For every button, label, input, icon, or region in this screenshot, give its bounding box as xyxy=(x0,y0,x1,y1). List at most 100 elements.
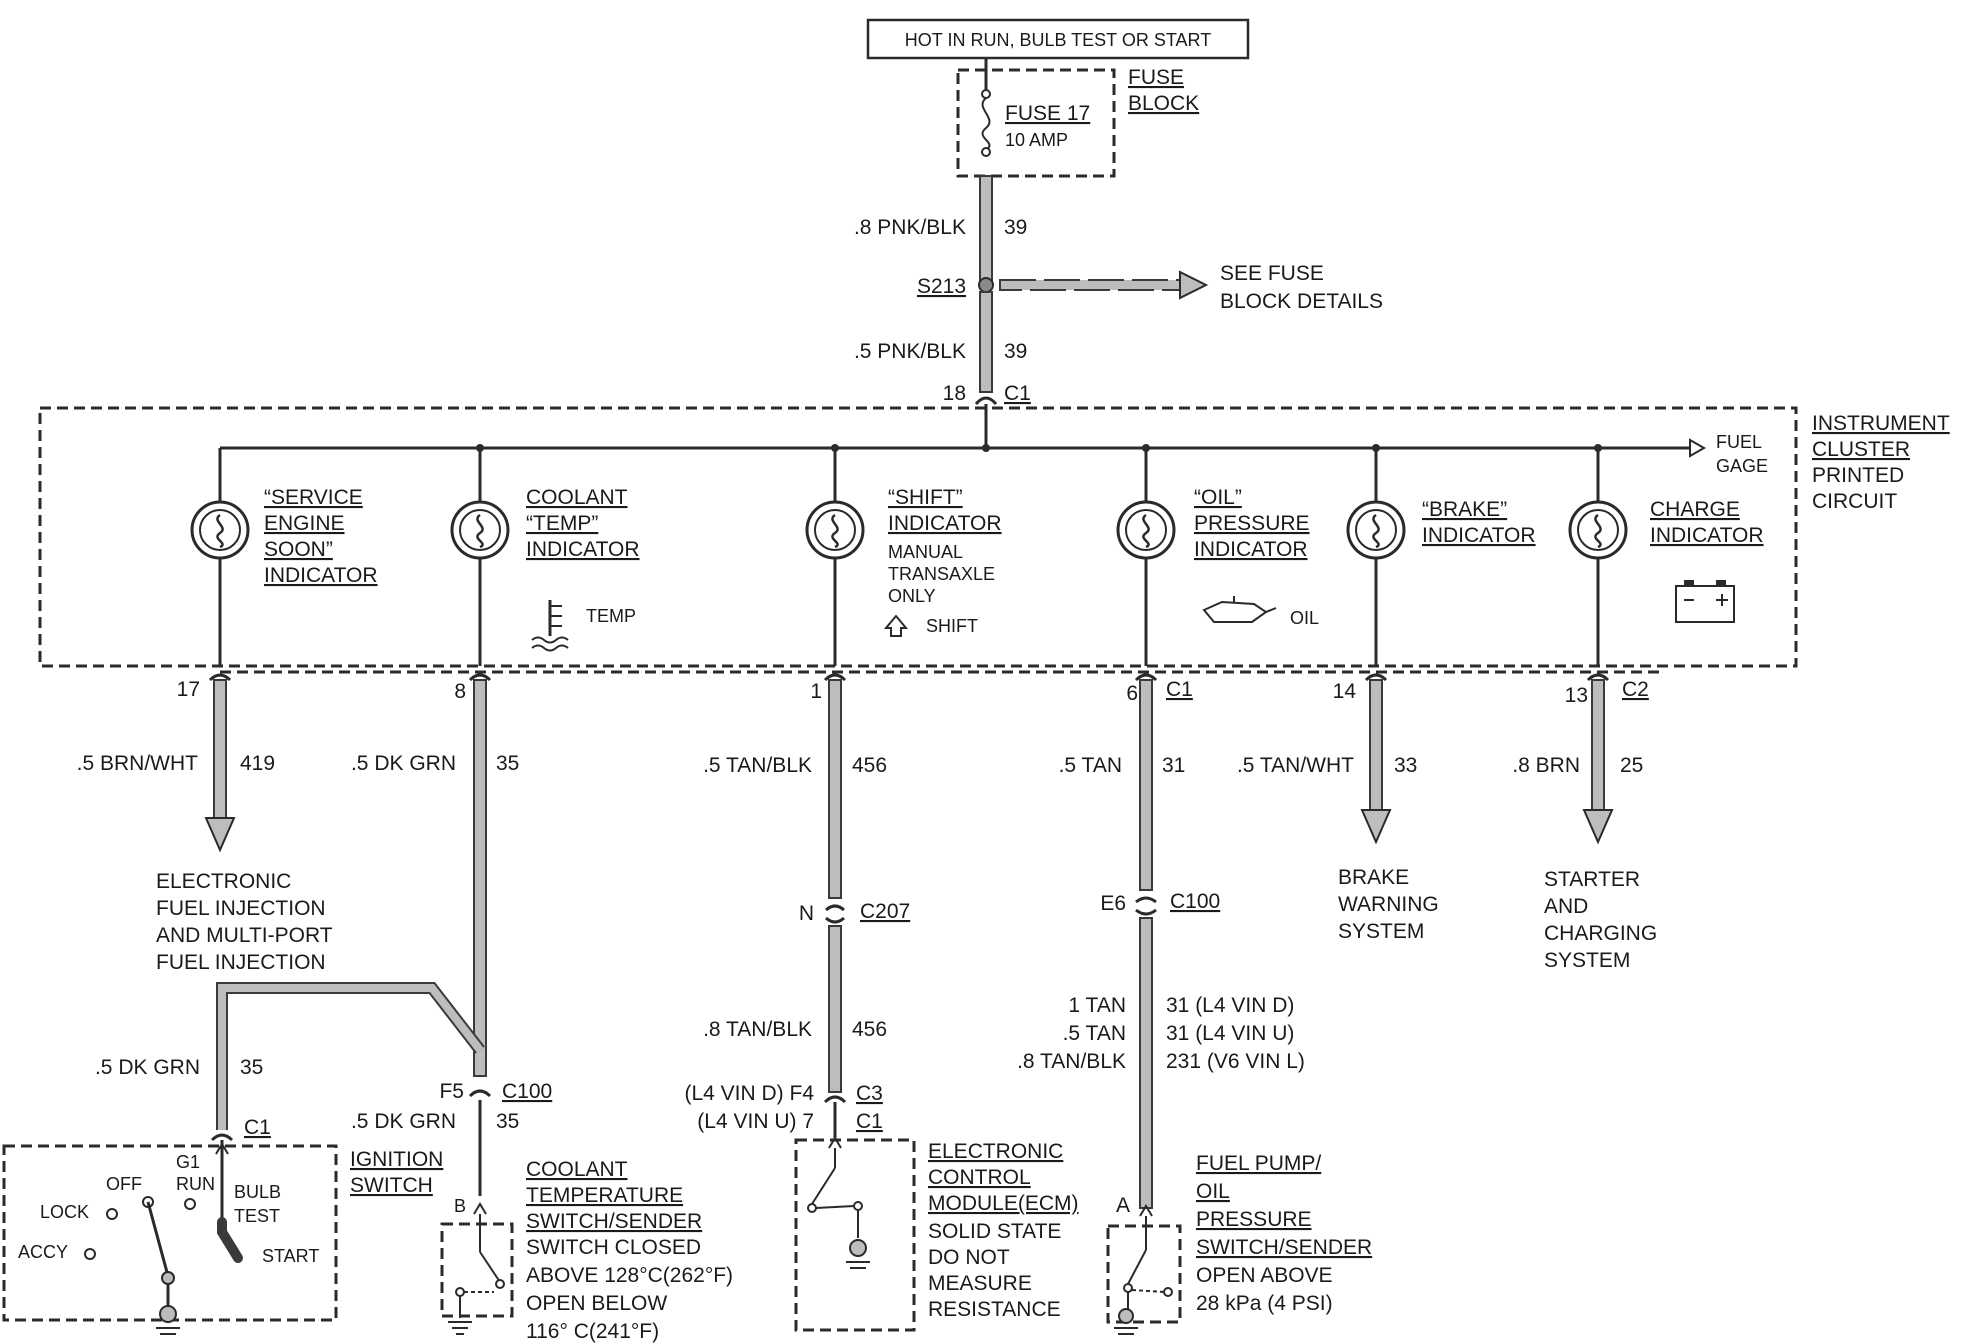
ses-label-1: “SERVICE xyxy=(264,486,363,509)
ecm-pin-u: (L4 VIN U) 7 xyxy=(697,1110,814,1133)
charge-connector: C2 xyxy=(1622,678,1649,701)
fuel-pump-title-1: FUEL PUMP/ xyxy=(1196,1152,1321,1175)
brake-pin: 14 xyxy=(1333,680,1357,703)
power-source-label: HOT IN RUN, BULB TEST OR START xyxy=(905,30,1211,50)
temp-icon-label: TEMP xyxy=(586,606,636,626)
oil-output-wire: 6 C1 .5 TAN 31 xyxy=(1059,673,1193,891)
coolant-switch-pin: F5 xyxy=(439,1080,464,1103)
oil-label-1: “OIL” xyxy=(1194,486,1242,509)
ignition-pin: G1 xyxy=(176,1152,200,1172)
brake-label-1: “BRAKE” xyxy=(1422,498,1507,521)
fuse-block: FUSE BLOCK FUSE 17 10 AMP xyxy=(956,58,1199,178)
feed-lower-circuit: 39 xyxy=(1004,340,1027,363)
charge-lamp: CHARGE INDICATOR xyxy=(1568,448,1764,666)
shift-arrow-icon xyxy=(883,614,909,637)
brake-circuit: 33 xyxy=(1394,754,1417,777)
fuel-pump-title-3: PRESSURE xyxy=(1196,1208,1312,1231)
coolant-switch-title-3: SWITCH/SENDER xyxy=(526,1210,702,1233)
ecm-desc-1: SOLID STATE xyxy=(928,1220,1061,1243)
coolant-label-3: INDICATOR xyxy=(526,538,640,561)
ignition-switch: .5 DK GRN 35 C1 IGNITION SWITCH G1 BULB … xyxy=(2,1056,443,1335)
shift-pin: 1 xyxy=(810,680,822,703)
coolant-switch-desc-2: ABOVE 128°C(262°F) xyxy=(526,1264,733,1287)
efi-dest-1: ELECTRONIC xyxy=(156,870,291,893)
coolant-temp-lamp: COOLANT “TEMP” INDICATOR TEMP xyxy=(450,448,640,666)
cluster-label-4: CIRCUIT xyxy=(1812,490,1897,513)
coolant-switch-desc-3: OPEN BELOW xyxy=(526,1292,667,1315)
ses-pin: 17 xyxy=(177,678,200,701)
brake-output-wire: 14 .5 TAN/WHT 33 BRAKE WARNING SYSTEM xyxy=(1237,673,1439,943)
feed-connector: C1 xyxy=(1004,382,1031,405)
fuse-block-label-2: BLOCK xyxy=(1128,92,1199,115)
oil-label-3: INDICATOR xyxy=(1194,538,1308,561)
see-fuse-block-1: SEE FUSE xyxy=(1220,262,1324,285)
coolant-switch-connector: C100 xyxy=(502,1080,552,1103)
coolant-switch-term: B xyxy=(454,1196,466,1216)
shift-note-1: MANUAL xyxy=(888,542,963,562)
brake-lamp: “BRAKE” INDICATOR xyxy=(1346,448,1536,666)
cluster-label-1: INSTRUMENT xyxy=(1812,412,1950,435)
shift-note-3: ONLY xyxy=(888,586,936,606)
fuel-pump-title-2: OIL xyxy=(1196,1180,1230,1203)
charge-label-1: CHARGE xyxy=(1650,498,1740,521)
power-source-box: HOT IN RUN, BULB TEST OR START xyxy=(866,18,1250,60)
ses-circuit: 419 xyxy=(240,752,275,775)
shift-circuit: 456 xyxy=(852,754,887,777)
cluster-label-2: CLUSTER xyxy=(1812,438,1910,461)
fp-circuit-3: 231 (V6 VIN L) xyxy=(1166,1050,1305,1073)
oil-can-icon xyxy=(1202,596,1277,623)
ses-output-wire: 17 .5 BRN/WHT 419 ELECTRONIC FUEL INJECT… xyxy=(77,673,333,974)
charge-dest-1: STARTER xyxy=(1544,868,1640,891)
shift-wire: .5 TAN/BLK xyxy=(703,754,812,777)
brake-label-2: INDICATOR xyxy=(1422,524,1536,547)
fuel-pump-title-4: SWITCH/SENDER xyxy=(1196,1236,1372,1259)
ignition-label-2: SWITCH xyxy=(350,1174,433,1197)
pos-bulb: BULB xyxy=(234,1182,281,1202)
ecm-pin-d: (L4 VIN D) F4 xyxy=(684,1082,814,1105)
fuel-gage-label: FUEL xyxy=(1716,432,1762,452)
coolant-switch-title-2: TEMPERATURE xyxy=(526,1184,683,1207)
ecm-desc-3: MEASURE xyxy=(928,1272,1032,1295)
pos-start: START xyxy=(262,1246,319,1266)
fp-wire-3: .8 TAN/BLK xyxy=(1017,1050,1126,1073)
pos-lock: LOCK xyxy=(40,1202,89,1222)
shift-output-wire: 1 .5 TAN/BLK 456 xyxy=(703,673,887,899)
oil-connector: C1 xyxy=(1166,678,1193,701)
shift-icon-label: SHIFT xyxy=(926,616,978,636)
ses-label-4: INDICATOR xyxy=(264,564,378,587)
ignition-ground-icon xyxy=(159,1305,177,1323)
efi-dest-2: FUEL INJECTION xyxy=(156,897,326,920)
ecm-title-3: MODULE(ECM) xyxy=(928,1192,1079,1215)
pos-accy: ACCY xyxy=(18,1242,68,1262)
service-engine-soon-lamp: “SERVICE ENGINE SOON” INDICATOR xyxy=(190,448,378,666)
pos-test: TEST xyxy=(234,1206,280,1226)
efi-dest-4: FUEL INJECTION xyxy=(156,951,326,974)
fp-wire-1: 1 TAN xyxy=(1068,994,1126,1017)
fp-circuit-1: 31 (L4 VIN D) xyxy=(1166,994,1294,1017)
coolant-switch-wire: .5 DK GRN xyxy=(351,1110,456,1133)
fuse-block-label: FUSE xyxy=(1128,66,1184,89)
ignition-connector: C1 xyxy=(244,1116,271,1139)
feed-upper-wire: .8 PNK/BLK xyxy=(854,216,966,239)
charge-output-wire: 13 C2 .8 BRN 25 STARTER AND CHARGING SYS… xyxy=(1512,673,1657,972)
coolant-temp-switch: F5 C100 .5 DK GRN 35 B COOLANT TEMPERATU… xyxy=(351,1080,733,1343)
coolant-circuit: 35 xyxy=(496,752,519,775)
charge-label-2: INDICATOR xyxy=(1650,524,1764,547)
ecm-circuit: 456 xyxy=(852,1018,887,1041)
fp-circuit-2: 31 (L4 VIN U) xyxy=(1166,1022,1294,1045)
see-fuse-block-2: BLOCK DETAILS xyxy=(1220,290,1383,313)
coolant-label-1: COOLANT xyxy=(526,486,628,509)
ecm-desc-2: DO NOT xyxy=(928,1246,1010,1269)
charge-dest-4: SYSTEM xyxy=(1544,949,1630,972)
c207-pin: N xyxy=(799,902,814,925)
coolant-label-2: “TEMP” xyxy=(526,512,598,535)
ecm: N C207 .8 TAN/BLK 456 (L4 VIN D) F4 C3 (… xyxy=(684,900,1079,1332)
c207-connector: C207 xyxy=(860,900,910,923)
oil-pressure-lamp: “OIL” PRESSURE INDICATOR OIL xyxy=(1116,448,1319,666)
shift-label-2: INDICATOR xyxy=(888,512,1002,535)
fuel-pump-desc-1: OPEN ABOVE xyxy=(1196,1264,1333,1287)
fuel-pump-oil-pressure-switch: E6 C100 1 TAN 31 (L4 VIN D) .5 TAN 31 (L… xyxy=(1017,890,1372,1335)
ignition-circuit: 35 xyxy=(240,1056,263,1079)
ecm-connector-d: C3 xyxy=(856,1082,883,1105)
coolant-wire: .5 DK GRN xyxy=(351,752,456,775)
